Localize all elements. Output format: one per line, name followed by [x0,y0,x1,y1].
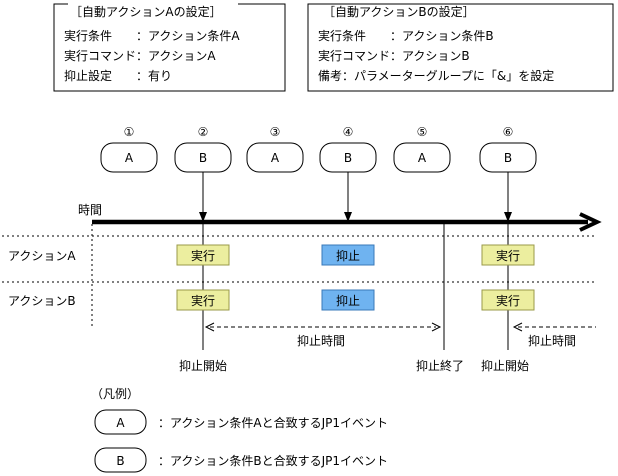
row-label-action-a: アクションA [8,249,76,263]
event-badge-label: B [199,151,207,165]
event-number: ⑤ [417,125,428,139]
cell-background [481,289,535,311]
cell-label: 実行 [191,248,215,263]
panel-b-line-3: 備考：パラメーターグループに「&」を設定 [318,68,554,83]
suppress-cell: 抑止 [321,289,375,311]
event-badge [100,142,158,173]
cell-label: 抑止 [336,293,360,308]
event-badge-label: A [125,151,134,165]
event-badge [246,142,304,173]
panel-a-line-2: 実行コマンド：アクションA [64,48,216,63]
event-1: ①A [100,125,158,173]
legend-item-b-badge [94,447,147,473]
event-number: ③ [270,125,281,139]
panel-b-line-1: 実行条件 ：アクション条件B [318,28,494,43]
cell-background [321,289,375,311]
event-badge-label: B [344,151,352,165]
cell-background [481,244,535,266]
event-arrow-2 [199,212,207,222]
legend-item-b-label: B [116,454,124,468]
event-number: ② [198,125,209,139]
suppress-periods [204,322,596,332]
legend-item-a-label: A [116,416,125,430]
cell-background [176,244,230,266]
event-number: ④ [343,125,354,139]
suppress-period-2-label: 抑止時間 [528,333,576,348]
event-badge-label: B [504,151,512,165]
legend-item-a-desc: ：アクション条件Aと合致するJP1イベント [158,415,388,430]
event-badge [393,142,451,173]
legend: （凡例） A ：アクション条件Aと合致するJP1イベント B ：アクション条件B… [91,387,388,473]
event-arrow-4 [344,212,352,222]
cell-background [176,289,230,311]
exec-cell: 実行 [481,289,535,311]
legend-item-b-desc: ：アクション条件Bと合致するJP1イベント [158,453,388,468]
cell-background [321,244,375,266]
suppress-start-label-2: 抑止開始 [481,358,529,373]
time-axis-arrowhead [579,212,602,232]
settings-panel-b: ［自動アクションBの設定］ 実行条件 ：アクション条件B 実行コマンド：アクショ… [307,3,614,92]
exec-cell: 実行 [176,289,230,311]
suppress-period-1-label: 抑止時間 [297,333,345,348]
event-4: ④B [319,125,377,173]
panel-a-title: ［自動アクションAの設定］ [70,4,222,19]
event-number: ① [124,125,135,139]
legend-title: （凡例） [91,387,139,401]
action-cells: 実行抑止実行実行抑止実行 [176,244,535,311]
exec-cell: 実行 [176,244,230,266]
time-axis-label: 時間 [78,203,102,217]
event-badge-label: A [271,151,280,165]
suppress-end-label: 抑止終了 [416,358,464,373]
suppress-start-label-1: 抑止開始 [179,358,227,373]
cell-label: 抑止 [336,248,360,263]
row-label-action-b: アクションB [8,294,76,308]
legend-item-a-badge [94,409,147,435]
panel-a-line-1: 実行条件 ：アクション条件A [64,28,240,43]
exec-cell: 実行 [481,244,535,266]
event-arrow-6 [504,212,512,222]
event-6: ⑥B [479,125,537,173]
event-3: ③A [246,125,304,173]
event-number: ⑥ [503,125,514,139]
panel-a-line-3: 抑止設定 ：有り [64,68,172,83]
cell-label: 実行 [496,248,520,263]
suppress-period-1-left-arrow [204,322,215,332]
settings-panel-a: ［自動アクションAの設定］ 実行条件 ：アクション条件A 実行コマンド：アクショ… [53,0,286,92]
time-axis: 時間 [78,203,602,232]
panel-b-line-2: 実行コマンド：アクションB [318,48,470,63]
cell-label: 実行 [496,293,520,308]
event-2: ②B [174,125,232,173]
cell-label: 実行 [191,293,215,308]
suppress-cell: 抑止 [321,244,375,266]
suppress-period-2-left-arrow [512,322,523,332]
event-line-arrows [199,212,512,222]
panel-b-title: ［自動アクションBの設定］ [323,4,475,19]
event-badge-label: A [418,151,427,165]
row-separators [2,224,596,326]
event-5: ⑤A [393,125,451,173]
suppress-period-1-right-arrow [431,322,442,332]
